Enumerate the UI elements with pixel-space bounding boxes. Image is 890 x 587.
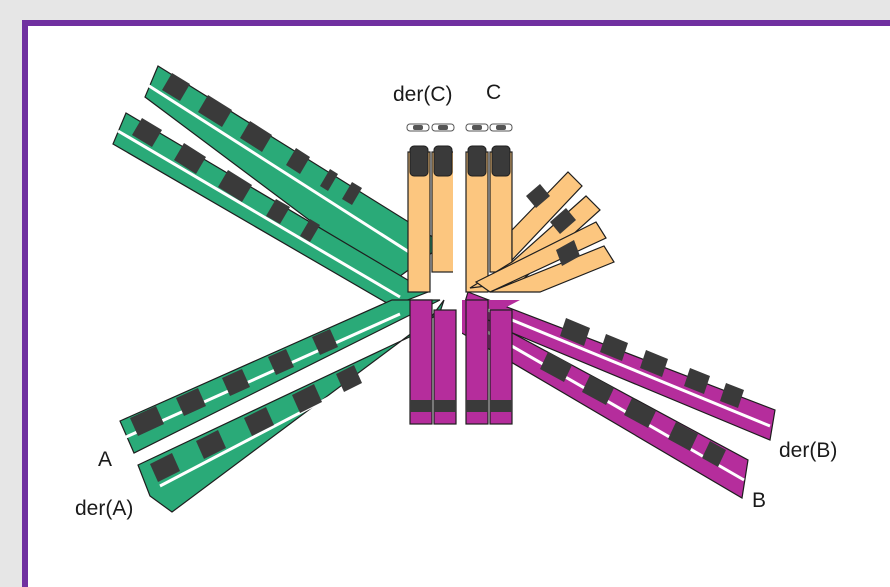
label-der-c: der(C) (393, 83, 453, 106)
label-a: A (98, 448, 113, 471)
label-c: C (486, 81, 502, 104)
chromosome-b-short-arms (409, 299, 513, 425)
chromosome-c-arms (406, 123, 615, 293)
central-junction (453, 150, 462, 430)
label-b: B (752, 489, 767, 512)
label-der-b: der(B) (779, 439, 838, 462)
label-der-a: der(A) (75, 497, 134, 520)
chromosome-a-lower-arms (119, 299, 445, 513)
chromosome-a-upper-arms (112, 65, 446, 307)
